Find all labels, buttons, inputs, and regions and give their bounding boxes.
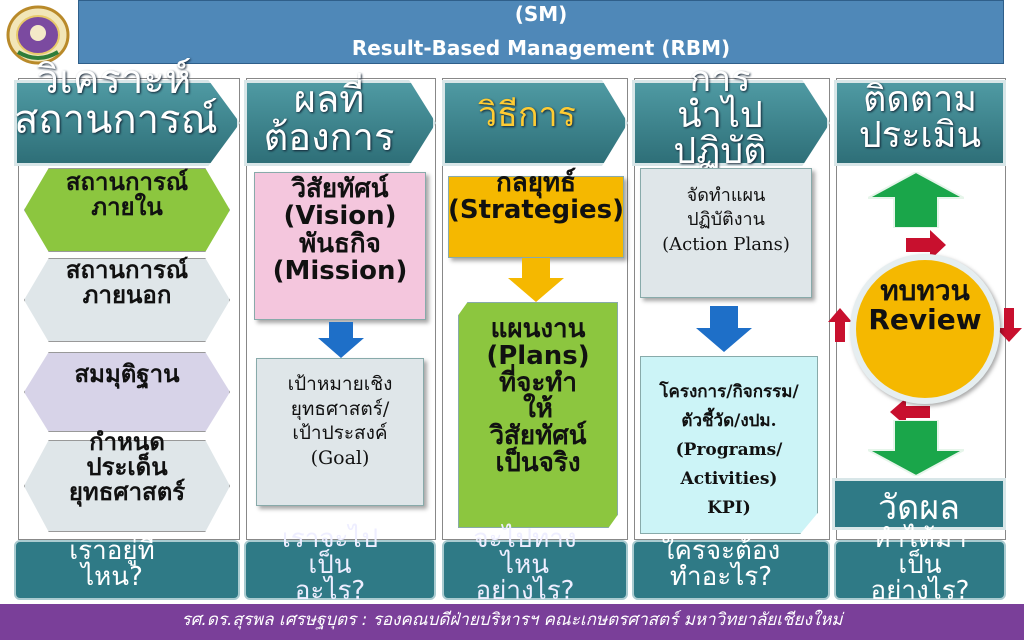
strategy-box <box>448 176 624 258</box>
header-method: วิธีการ <box>478 95 576 135</box>
programs-box <box>640 356 818 534</box>
tab-what-will-we-be-label: เราจะไป เป็น อะไร? <box>281 524 379 606</box>
arrow-right-red-icon <box>906 230 946 260</box>
tab-where-are-we-label: เราอยู่ที่ ไหน? <box>69 536 155 592</box>
measure-box <box>832 478 1006 530</box>
header-method-chevron <box>442 80 628 166</box>
tab-who-does-what <box>632 540 830 600</box>
footer-bar <box>0 604 1024 640</box>
footer-credit: รศ.ดร.สุรพล เศรษฐบุตร : รองคณบดีฝ่ายบริห… <box>181 610 843 630</box>
tab-where-are-we <box>14 540 240 600</box>
hex-external-label: สถานการณ์ ภายนอก <box>65 256 189 310</box>
arrow-down-blue-icon <box>318 322 364 358</box>
plans-box <box>458 302 618 528</box>
measure-label: วัดผล <box>878 488 960 528</box>
goal-label: เป้าหมายเชิง ยุทธศาสตร์/ เป้าประสงค์ (Go… <box>287 373 393 470</box>
arrow-up-green-icon <box>868 172 964 228</box>
goal-box <box>256 358 424 506</box>
header-implement: การ นำไป ปฏิบัติ <box>673 59 767 172</box>
vision-mission-label: วิสัยทัศน์ (Vision) พันธกิจ (Mission) <box>272 174 408 286</box>
strategy-label: กลยุทธ์ (Strategies) <box>448 168 624 226</box>
tab-who-does-what-label: ใครจะต้อง ทำอะไร? <box>661 536 781 592</box>
vision-mission-box <box>254 172 426 320</box>
tab-which-way-label: จะไปทาง ไหน อย่างไร? <box>473 524 577 606</box>
hex-external <box>24 258 230 342</box>
title-line-2: Result-Based Management (RBM) <box>351 36 731 60</box>
arrow-left-red-icon <box>890 398 930 426</box>
university-seal-logo <box>6 5 70 65</box>
hex-internal <box>24 168 230 252</box>
arrow-down-red-icon <box>996 308 1022 342</box>
hex-strategic-issues-label: กำหนด ประเด็น ยุทธศาสตร์ <box>68 428 186 507</box>
hex-strategic-issues <box>24 440 230 532</box>
title-banner <box>78 0 1004 64</box>
action-plans-label: จัดทำแผน ปฏิบัติงาน (Action Plans) <box>662 185 790 255</box>
header-results-chevron <box>244 80 436 166</box>
review-label: ทบทวน Review <box>868 274 982 337</box>
tab-which-way <box>442 540 628 600</box>
arrow-up-red-icon <box>828 308 852 342</box>
header-analyze-chevron <box>14 80 240 166</box>
header-analyze: วิเคราะห์ สถานการณ์ <box>14 57 218 143</box>
header-monitor: ติดตาม ประเมิน <box>858 79 982 156</box>
header-implement-chevron <box>632 80 830 166</box>
action-plans-box <box>640 168 812 298</box>
programs-label: โครงการ/กิจกรรม/ ตัวชี้วัด/งปม. (Program… <box>659 382 799 518</box>
hex-assumption <box>24 352 230 432</box>
tab-what-will-we-be <box>244 540 436 600</box>
arrow-down-blue-icon <box>696 306 752 352</box>
header-monitor-box <box>834 80 1006 166</box>
header-results: ผลที่ ต้องการ <box>263 77 395 159</box>
tab-how-did-it-go <box>834 540 1006 600</box>
hex-assumption-label: สมมุติฐาน <box>74 360 180 388</box>
hex-internal-label: สถานการณ์ ภายใน <box>65 168 189 222</box>
plans-label: แผนงาน (Plans) ที่จะทำ ให้ วิสัยทัศน์ เป… <box>486 314 590 478</box>
arrow-down-yellow-icon <box>508 258 564 302</box>
tab-how-did-it-go-label: ทำได้มา เป็น อย่างไร? <box>870 524 970 606</box>
review-circle <box>850 254 1000 404</box>
arrow-down-green-icon <box>868 420 964 476</box>
title-line-1: (SM) <box>514 2 568 26</box>
